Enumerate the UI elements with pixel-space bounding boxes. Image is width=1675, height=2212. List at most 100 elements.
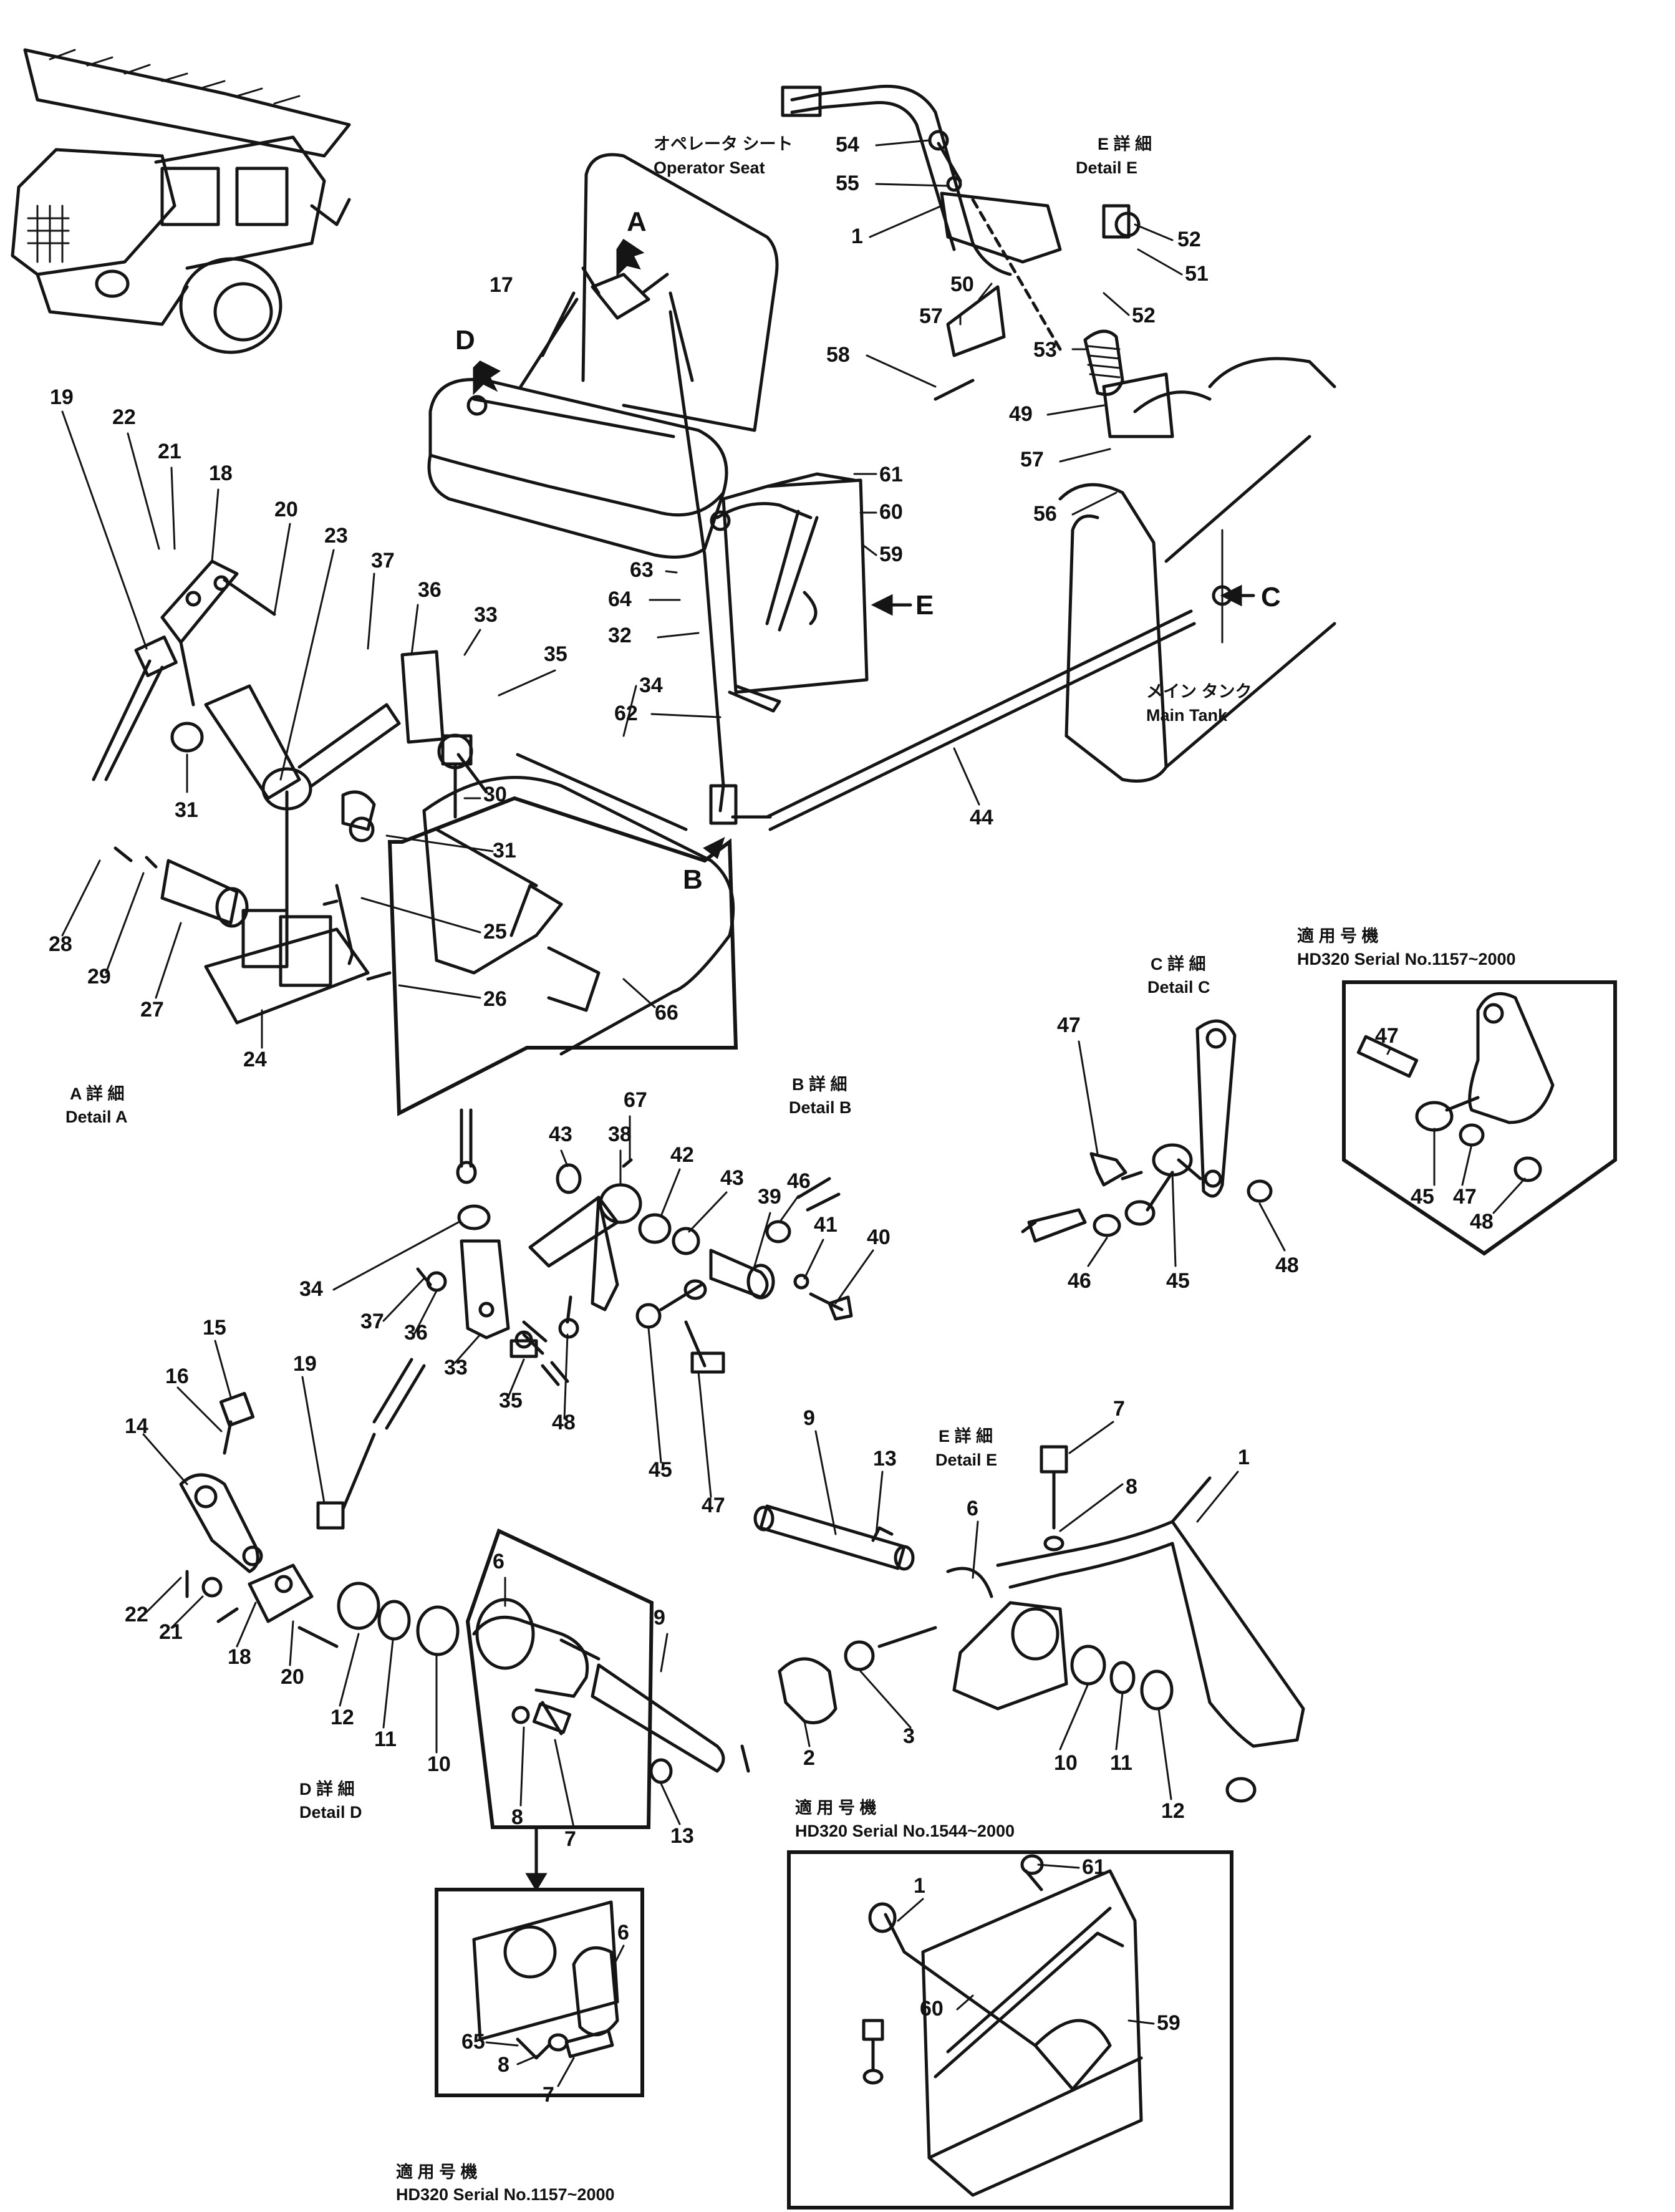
main-tank-label-en: Main Tank: [1146, 706, 1228, 725]
callout-number: 20: [274, 498, 298, 521]
callout-number: 46: [1068, 1269, 1091, 1293]
callout-number: 34: [299, 1277, 323, 1301]
shift-lever-top: [781, 84, 1174, 438]
callout-number: 8: [1126, 1475, 1137, 1499]
callout-number: 38: [608, 1123, 632, 1146]
callout-number: 1: [851, 225, 863, 248]
callout-number: 39: [758, 1185, 781, 1209]
callout-number: 67: [624, 1088, 647, 1112]
callout-number: 8: [511, 1805, 523, 1829]
callout-number: 21: [159, 1620, 183, 1644]
callout-number: 1: [1238, 1446, 1250, 1469]
callout-number: 7: [543, 2083, 554, 2107]
callout-number: 17: [490, 273, 513, 297]
callout-number: 31: [493, 839, 516, 862]
callout-number: 36: [418, 578, 442, 602]
callout-number: 47: [702, 1494, 725, 1517]
callout-number: 64: [608, 587, 632, 611]
callout-number: 33: [444, 1356, 468, 1379]
callout-number: 27: [140, 998, 164, 1021]
callout-number: 10: [427, 1752, 451, 1776]
callout-number: 22: [112, 405, 136, 429]
callout-number: 20: [281, 1665, 304, 1689]
callout-number: 53: [1033, 338, 1057, 362]
operator-seat-label-jp: オペレータ シート: [654, 135, 793, 153]
leader-lines-detail-b: [332, 1115, 874, 1498]
leader-lines-variants: [485, 1863, 1155, 2087]
callout-number: 28: [49, 932, 72, 956]
callout-number: 62: [614, 702, 638, 725]
callout-number: 46: [787, 1169, 811, 1193]
callout-number: 40: [867, 1225, 891, 1249]
callout-number: 7: [564, 1827, 576, 1851]
callout-number: 8: [498, 2053, 509, 2077]
link-rods: [519, 297, 1196, 831]
detail-a-label-jp: A 詳 細: [70, 1084, 125, 1103]
callout-number: 54: [836, 133, 859, 157]
detail-d-assembly: [179, 1358, 750, 1891]
callout-number: 60: [879, 500, 903, 524]
callout-number: 44: [970, 806, 993, 829]
detail-e-serial-en: HD320 Serial No.1544~2000: [795, 1822, 1015, 1840]
callout-number: 59: [1157, 2011, 1180, 2035]
callout-number: 56: [1033, 502, 1057, 526]
callout-number: 23: [324, 524, 348, 548]
callout-number: 30: [483, 783, 507, 806]
callouts-variants: 6 65 8 7 1 61 60 59: [461, 1855, 1180, 2107]
view-marker-b: B: [683, 864, 703, 895]
callout-number: 12: [331, 1706, 354, 1729]
detail-e-assembly: [753, 1445, 1305, 1803]
callout-number: 52: [1177, 228, 1201, 251]
detail-a-label-en: Detail A: [65, 1108, 128, 1126]
operator-seat: [427, 153, 779, 559]
callout-number: 7: [1113, 1397, 1125, 1421]
detail-e-top-label-jp: E 詳 細: [1098, 134, 1152, 153]
callout-number: 9: [803, 1406, 815, 1430]
leader-lines-overview: [649, 139, 1183, 806]
detail-c-label-jp: C 詳 細: [1151, 954, 1206, 973]
callout-number: 61: [1082, 1855, 1106, 1879]
callout-number: 43: [720, 1166, 744, 1190]
callouts-detail-a: 19 22 21 18 20 23 37 36 33 35 34 31 30 3…: [49, 385, 678, 1071]
callout-number: 33: [474, 603, 498, 627]
callout-number: 3: [903, 1724, 915, 1748]
callout-number: 35: [544, 642, 567, 666]
leader-lines-detail-d: [142, 1340, 681, 1828]
callout-number: 25: [483, 920, 507, 944]
callout-number: 21: [158, 440, 181, 463]
operator-seat-label-en: Operator Seat: [654, 158, 765, 177]
callout-number: 41: [814, 1213, 838, 1237]
callout-number: 45: [1166, 1269, 1190, 1293]
callout-number: 50: [950, 273, 974, 296]
detail-a-frame: [387, 734, 738, 1116]
leader-lines-detail-e: [803, 1421, 1239, 1800]
callout-number: 11: [374, 1727, 397, 1751]
callout-number: 48: [1275, 1253, 1299, 1277]
detail-e-serial-jp: 適 用 号 機: [795, 1798, 877, 1817]
callout-number: 57: [1020, 448, 1044, 471]
callouts-detail-b: 43 38 67 42 43 39 46 41 40 34 37 36 33 3…: [299, 1088, 891, 1517]
callout-number: 59: [879, 543, 903, 566]
leader-lines-detail-c: [1078, 1040, 1526, 1267]
detail-c-serial-jp: 適 用 号 機: [1297, 926, 1379, 945]
detail-d-label-en: Detail D: [299, 1803, 362, 1822]
detail-b-label-en: Detail B: [789, 1098, 852, 1117]
callout-number: 18: [228, 1645, 251, 1669]
detail-e-variant-box: [787, 1850, 1233, 2210]
callout-number: 60: [920, 1997, 944, 2021]
callout-number: 13: [873, 1447, 897, 1471]
view-marker-a: A: [627, 206, 647, 237]
detail-d-serial-en: HD320 Serial No.1157~2000: [396, 2185, 615, 2204]
callout-number: 15: [203, 1316, 226, 1340]
leader-lines-detail-a: [61, 410, 656, 1049]
callout-number: 2: [803, 1746, 815, 1770]
callout-number: 37: [360, 1310, 384, 1333]
detail-d-label-jp: D 詳 細: [299, 1779, 355, 1799]
callout-number: 19: [293, 1352, 317, 1376]
callout-number: 16: [165, 1364, 189, 1388]
callout-number: 61: [879, 463, 903, 486]
view-marker-e: E: [915, 590, 934, 621]
callout-number: 65: [461, 2030, 485, 2054]
callout-number: 49: [1009, 402, 1033, 426]
detail-c-serial-en: HD320 Serial No.1157~2000: [1297, 950, 1516, 968]
